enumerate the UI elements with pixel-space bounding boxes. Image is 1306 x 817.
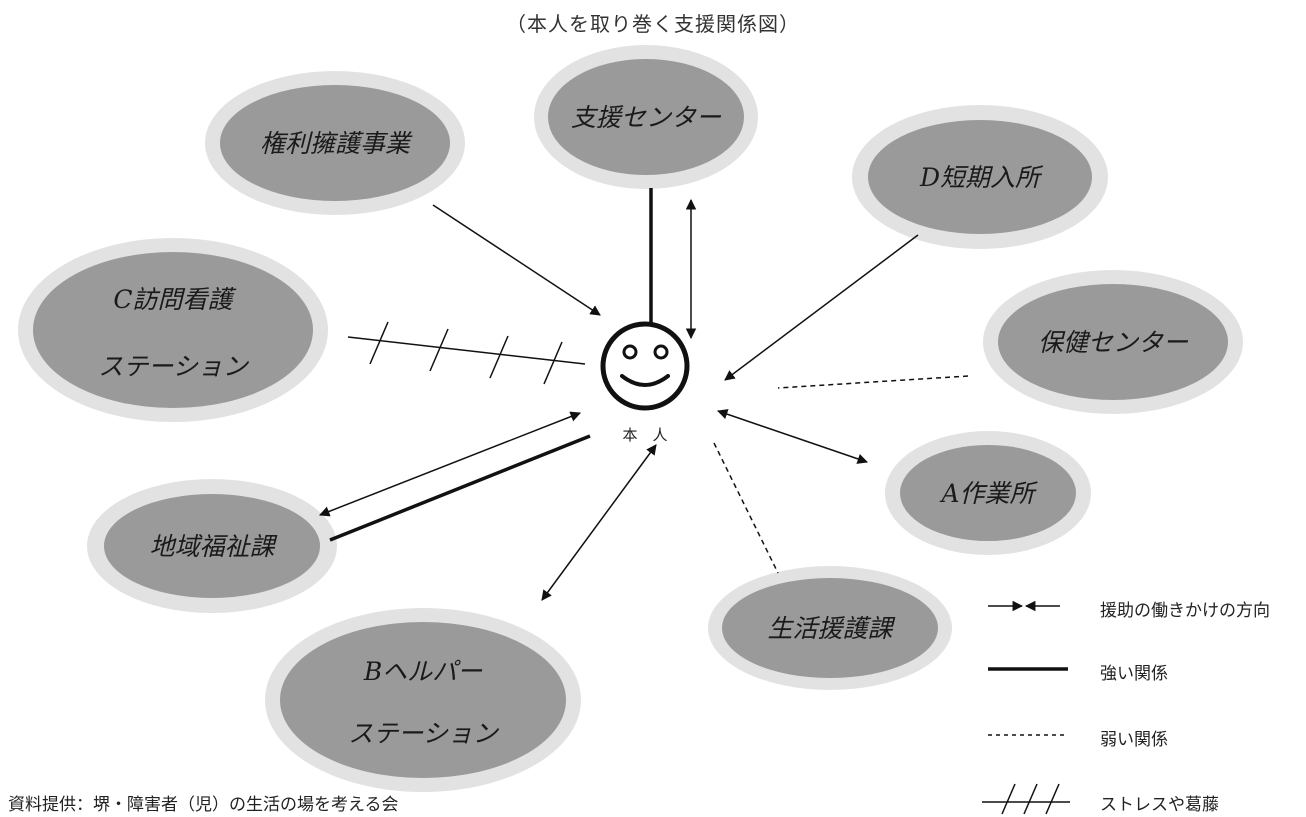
- legend-weak-label: 弱い関係: [1100, 730, 1168, 750]
- node-label-b-helper-1: Bヘルパー: [363, 657, 483, 686]
- node-label-d-tanki: D短期入所: [919, 163, 1044, 192]
- source-caption: 資料提供：堺・障害者（児）の生活の場を考える会: [8, 795, 399, 815]
- edge-kenri-arrow: [432, 204, 601, 316]
- legend-direction-label: 援助の働きかけの方向: [1100, 601, 1270, 621]
- node-seikatsu-engo: 生活援護課: [708, 566, 952, 690]
- node-d-tanki: D短期入所: [852, 105, 1108, 249]
- node-kenri-yogo: 権利擁護事業: [205, 71, 465, 215]
- node-c-houmon: C訪問看護 ステーション: [18, 238, 328, 422]
- legend-strong-label: 強い関係: [1100, 664, 1168, 684]
- edge-d-tanki-arrow: [724, 234, 919, 381]
- node-label-b-helper-2: ステーション: [348, 719, 500, 748]
- legend-stress-symbol: [982, 783, 1070, 815]
- node-shien-center: 支援センター: [534, 45, 758, 189]
- node-b-helper: Bヘルパー ステーション: [265, 608, 581, 792]
- edge-b-helper-arrow: [541, 444, 657, 601]
- node-label-a-sagyou: A作業所: [939, 479, 1038, 508]
- node-label-c-houmon-2: ステーション: [98, 352, 250, 381]
- center-label: 本 人: [622, 426, 667, 444]
- node-label-c-houmon-1: C訪問看護: [113, 285, 236, 314]
- edge-hoken-weak: [777, 375, 969, 389]
- node-label-shien: 支援センター: [571, 103, 722, 132]
- node-label-chiiki: 地域福祉課: [149, 532, 277, 561]
- center-person: 本 人: [600, 321, 690, 444]
- edge-chiiki-strong: [329, 434, 591, 542]
- edge-c-houmon-stress: [347, 321, 586, 385]
- edge-chiiki-arrow: [319, 411, 581, 517]
- edge-a-sagyou-arrow: [717, 409, 868, 464]
- node-chiiki-fukushi: 地域福祉課: [87, 479, 337, 613]
- edge-seikatsu-weak: [713, 442, 779, 574]
- node-hoken-center: 保健センター: [983, 270, 1243, 414]
- node-label-kenri: 権利擁護事業: [260, 129, 413, 158]
- legend-stress-label: ストレスや葛藤: [1100, 795, 1219, 815]
- node-a-sagyou: A作業所: [885, 431, 1091, 555]
- node-label-seikatsu: 生活援護課: [767, 614, 895, 643]
- diagram-title: （本人を取り巻く支援関係図）: [506, 12, 800, 36]
- node-label-hoken: 保健センター: [1038, 328, 1189, 357]
